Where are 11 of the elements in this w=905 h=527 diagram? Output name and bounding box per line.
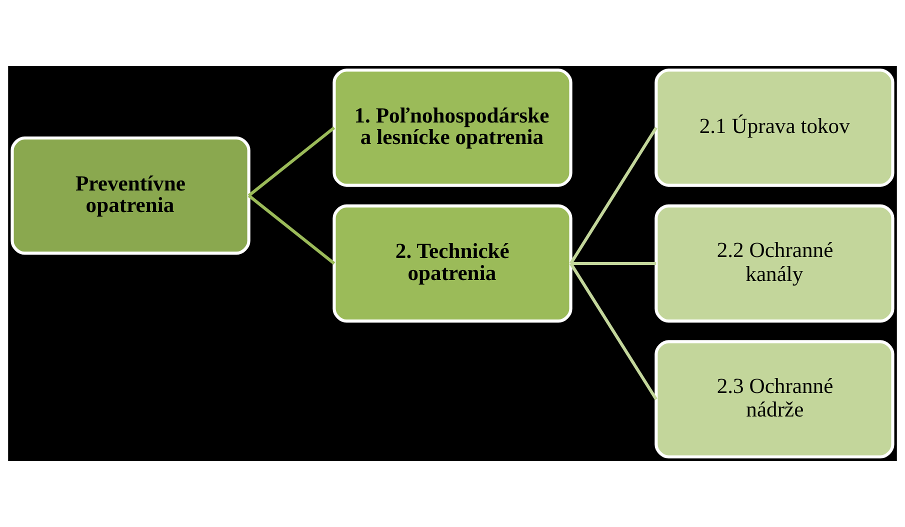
connector <box>569 262 658 400</box>
node-box: 1. Poľnohospodárske a lesnícke opatrenia <box>332 68 572 187</box>
connector <box>569 126 658 264</box>
connector <box>570 262 656 266</box>
node-box: Preventívne opatrenia <box>10 136 250 255</box>
node-box: 2.3 Ochranné nádrže <box>654 340 894 458</box>
node-box: 2.2 Ochranné kanály <box>654 204 894 323</box>
node-box: 2.1 Úprava tokov <box>654 68 894 187</box>
node-box: 2. Technické opatrenia <box>332 204 572 323</box>
connector <box>248 126 336 197</box>
connector <box>248 194 336 265</box>
